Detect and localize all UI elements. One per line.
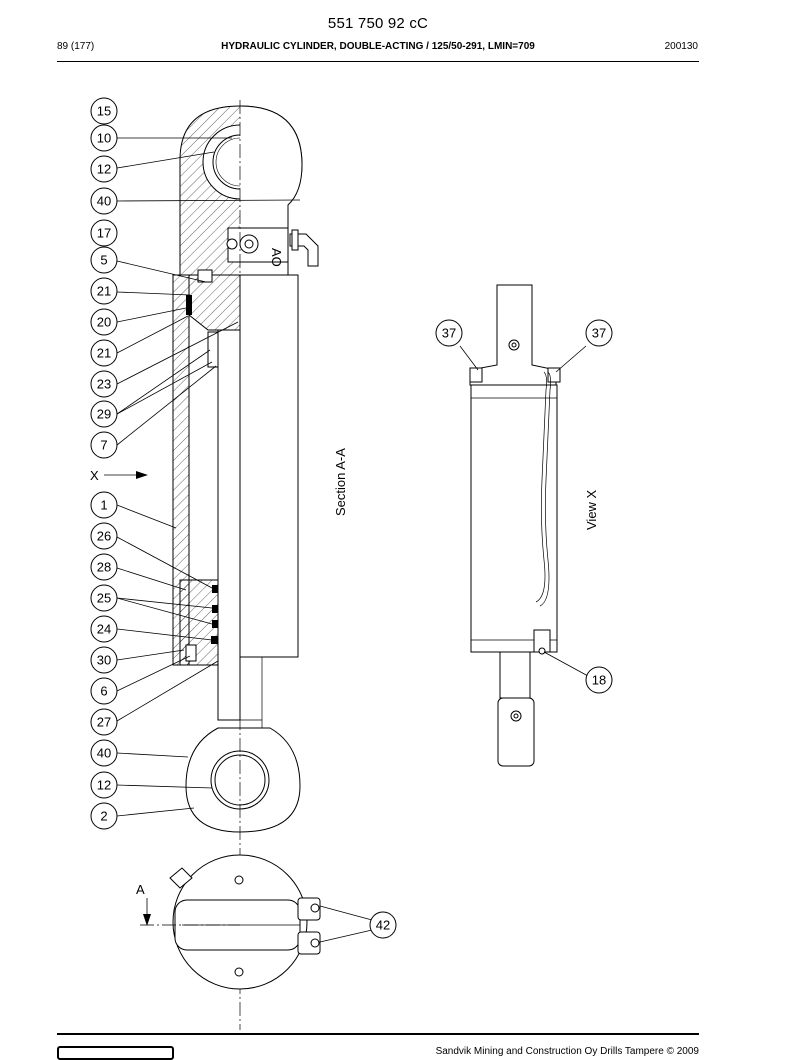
callout-1: 1 [90,491,118,519]
callout-24: 24 [90,615,118,643]
callout-2: 2 [90,802,118,830]
callout-21: 21 [90,277,118,305]
svg-text:40: 40 [97,194,111,209]
callout-37-right: 37 [585,319,613,347]
callout-7: 7 [90,431,118,459]
view-x-label: View X [584,489,599,530]
section-label: Section A-A [333,448,348,516]
svg-text:27: 27 [97,715,111,730]
svg-text:29: 29 [97,407,111,422]
svg-text:42: 42 [376,918,390,933]
callout-40b: 40 [90,739,118,767]
callout-12b: 12 [90,771,118,799]
svg-text:20: 20 [97,315,111,330]
port-label: AO [269,248,284,267]
section-view: AO X Section [90,100,348,1030]
svg-text:7: 7 [100,438,107,453]
callout-12: 12 [90,155,118,183]
svg-text:5: 5 [100,253,107,268]
svg-text:28: 28 [97,560,111,575]
view-x-arrow-label: X [90,468,99,483]
callout-40: 40 [90,187,118,215]
page-title: HYDRAULIC CYLINDER, DOUBLE-ACTING / 125/… [221,41,535,52]
svg-text:12: 12 [97,778,111,793]
callout-6: 6 [90,677,118,705]
svg-text:21: 21 [97,346,111,361]
callout-29: 29 [90,400,118,428]
callout-26: 26 [90,522,118,550]
callout-18: 18 [585,666,613,694]
svg-text:37: 37 [592,326,606,341]
svg-text:40: 40 [97,746,111,761]
callout-27: 27 [90,708,118,736]
callout-42: 42 [369,911,397,939]
callout-30: 30 [90,646,118,674]
callout-28: 28 [90,553,118,581]
svg-text:37: 37 [442,326,456,341]
callout-5: 5 [90,246,118,274]
hydraulic-pipe [539,371,552,607]
svg-text:23: 23 [97,377,111,392]
document-code: 200130 [664,41,698,52]
callouts: 15 10 12 40 17 5 21 20 21 23 29 7 1 26 2… [90,97,613,939]
piston-seal [186,295,192,315]
svg-text:1: 1 [100,498,107,513]
page-number: 89 (177) [57,41,95,52]
callout-25: 25 [90,584,118,612]
view-x-tube [470,384,558,653]
leader-lines [116,137,589,943]
svg-text:30: 30 [97,653,111,668]
svg-text:24: 24 [97,622,111,637]
section-arrow-label: A [136,882,145,897]
document-number: 551 750 92 cC [327,15,429,32]
svg-text:2: 2 [100,809,107,824]
callout-10: 10 [90,124,118,152]
svg-text:17: 17 [97,226,111,241]
end-view: A [136,854,321,990]
callout-17: 17 [90,219,118,247]
cylinder-tube [239,274,299,658]
header-rule [57,61,699,62]
svg-text:18: 18 [592,673,606,688]
callout-20: 20 [90,308,118,336]
view-x-base [469,284,557,386]
svg-text:10: 10 [97,131,111,146]
copyright: Sandvik Mining and Construction Oy Drill… [435,1046,699,1057]
callout-23: 23 [90,370,118,398]
svg-text:15: 15 [97,104,111,119]
piston [188,274,241,331]
view-x: View X [469,284,599,767]
view-x-rod-eye [497,697,535,767]
footer-rule [57,1033,699,1035]
svg-text:25: 25 [97,591,111,606]
svg-text:26: 26 [97,529,111,544]
piston-rod [217,329,241,721]
svg-text:12: 12 [97,162,111,177]
svg-text:21: 21 [97,284,111,299]
callout-21b: 21 [90,339,118,367]
sandvik-logo [57,1046,174,1060]
callout-15: 15 [90,97,118,125]
svg-text:6: 6 [100,684,107,699]
plug [226,238,238,250]
callout-37-left: 37 [435,319,463,347]
